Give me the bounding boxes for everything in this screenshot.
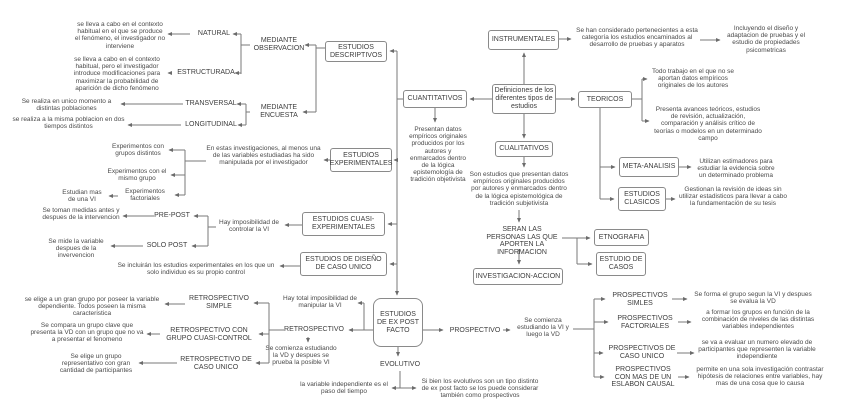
node-retrospectivo: RETROSPECTIVO <box>284 326 344 333</box>
note-cualitativos: Son estudios que presentan datos empíric… <box>469 171 569 207</box>
node-retrospectivo-caso-unico: RETROSPECTIVO DE CASO UNICO <box>180 356 252 371</box>
note-cuantitativos: Presentan datos empíricos originales pro… <box>409 126 467 184</box>
note-pre-post: Se toman medidas antes y despues de la i… <box>42 207 120 222</box>
node-estudio-de-casos: ESTUDIO DE CASOS <box>596 252 646 276</box>
note-evolutivo-derecha: Si bien los evolutivos son un tipo disti… <box>421 378 539 400</box>
node-instrumentales: INSTRUMENTALES <box>488 30 559 50</box>
node-prospectivos-simles: PROSPECTIVOS SIMLES <box>612 292 668 307</box>
note-experimentos-factoriales: Experimentos factoriales <box>125 188 165 203</box>
note-prospectivos-factoriales: a formar los grupos en función de la com… <box>701 309 815 331</box>
note-teoricos-1: Todo trabajo en el que no se aportan dat… <box>651 68 735 90</box>
note-natural: se lleva a cabo en el contexto habitual … <box>74 21 166 50</box>
node-estructurada: ESTRUCTURADA <box>177 69 235 76</box>
node-diseno-caso-unico: ESTUDIOS DE DISEÑO DE CASO UNICO <box>300 252 387 276</box>
note-caso-unico: Se incluirán los estudios experimentales… <box>117 262 275 277</box>
node-mediante-encuesta: MEDIANTE ENCUESTA <box>260 104 298 119</box>
note-experimentales: En estas investigaciones, al menos una d… <box>206 145 321 167</box>
node-mediante-observacion: MEDIANTE OBSERVACION <box>253 37 305 52</box>
note-longitudinal: se realiza a la misma poblacion en dos t… <box>12 116 125 131</box>
note-retrospectivo-cuasi-control: Se compara un grupo clave que presenta l… <box>30 322 144 344</box>
note-teoricos-2: Presenta avances teóricos, estudios de r… <box>654 106 762 142</box>
note-transversal: Se realiza en unico momento a distintas … <box>21 98 112 113</box>
note-hay-total-imposibilidad: Hay total imposibilidad de manipular la … <box>282 295 358 310</box>
note-retrospectivo-caso-unico: Se elige un grupo representativo con gra… <box>59 353 133 375</box>
node-transversal: TRANSVERSAL <box>185 100 237 107</box>
node-definiciones-center: Definiciones de los diferentes tipos de … <box>492 84 556 114</box>
note-cuasi: Hay imposibilidad de controlar la VI <box>219 219 279 234</box>
node-seran-las-personas: SERAN LAS PERSONAS LAS QUE APORTEN LA IN… <box>486 226 558 256</box>
note-experimentos-grupos-distintos: Experimentos con grupos distintos <box>111 143 165 158</box>
note-experimentos-mismo-grupo: Experimentos con el mismo grupo <box>107 168 167 183</box>
note-prospectivos-caso-unico: se va a evaluar un numero elevado de par… <box>698 339 816 361</box>
node-prospectivo: PROSPECTIVO <box>449 327 501 334</box>
node-longitudinal: LONGITUDINAL <box>185 121 237 128</box>
node-natural: NATURAL <box>197 30 231 37</box>
node-teoricos: TEORICOS <box>578 91 632 108</box>
note-estudian-mas-de-una-vi: Estudian mas de una VI <box>62 189 102 204</box>
note-prospectivos-simles: Se forma el grupo segun la VI y despues … <box>694 291 812 306</box>
note-instrumentales-2: Incluyendo el diseño y adaptacion de pru… <box>726 25 806 54</box>
note-retrospectivo-simple: se elige a un gran grupo por poseer la v… <box>24 296 160 318</box>
node-evolutivo: EVOLUTIVO <box>379 361 421 368</box>
note-meta-analisis: Utilizan estimadores para estudiar la ev… <box>697 158 775 180</box>
node-prospectivos-factoriales: PROSPECTIVOS FACTORIALES <box>617 315 673 330</box>
node-estudios-descriptivos: ESTUDIOS DESCRIPTIVOS <box>325 41 387 62</box>
note-solo-post: Se mide la variable despues de la inverv… <box>48 238 104 260</box>
node-solo-post: SOLO POST <box>146 242 188 249</box>
note-retrospectivo: Se comienza estudiando la VD y despues s… <box>265 345 337 367</box>
node-estudios-cuasi-experimentales: ESTUDIOS CUASI-EXPERIMENTALES <box>302 212 385 236</box>
node-etnografia: ETNOGRAFIA <box>594 229 649 246</box>
node-prospectivos-eslabon-causal: PROSPECTIVOS CON MAS DE UN ESLABON CAUSA… <box>611 366 675 388</box>
node-cualitativos: CUALITATIVOS <box>495 141 553 157</box>
node-pre-post: PRE-POST <box>154 212 190 219</box>
node-retrospectivo-simple: RETROSPECTIVO SIMPLE <box>189 295 249 310</box>
node-ex-post-facto: ESTUDIOS DE EX POST FACTO <box>373 298 423 347</box>
note-prospectivo: Se comienza estudiando la VI y luego la … <box>517 317 569 339</box>
note-estructurada: se lleva a cabo en el contexto habitual,… <box>73 56 161 92</box>
node-cuantitativos: CUANTITATIVOS <box>403 90 467 108</box>
note-instrumentales-1: Se han considerado pertenecientes a esta… <box>576 27 698 49</box>
node-estudios-clasicos: ESTUDIOS CLASICOS <box>618 187 666 211</box>
note-estudios-clasicos: Gestionan la revisión de ideas sin utili… <box>678 186 788 208</box>
node-investigacion-accion: INVESTIGACION-ACCION <box>473 268 563 285</box>
note-prospectivos-eslabon-causal: permite en una sola investigación contra… <box>696 366 824 388</box>
node-estudios-experimentales: ESTUDIOS EXPERIMENTALES <box>330 148 392 172</box>
node-retrospectivo-cuasi-control: RETROSPECTIVO CON GRUPO CUASI-CONTROL <box>166 327 252 342</box>
node-prospectivos-caso-unico: PROSPECTIVOS DE CASO UNICO <box>608 345 676 360</box>
note-evolutivo-izquierda: la variable independiente es el paso del… <box>300 381 388 396</box>
node-meta-analisis: META-ANALISIS <box>619 157 679 177</box>
